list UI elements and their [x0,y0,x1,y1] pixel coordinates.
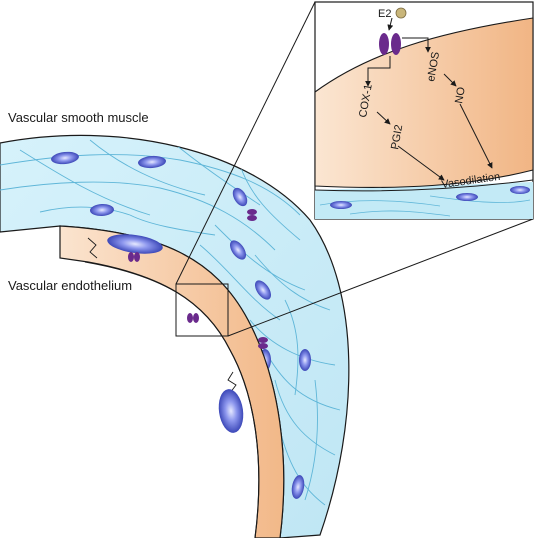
e2-ligand-icon [395,7,407,19]
nucleus [90,203,114,217]
enos-label: eNOS [425,51,442,83]
no-label: NO [453,86,468,105]
nucleus [291,475,305,499]
zoom-region-box [175,283,229,337]
cell-junction [227,371,237,394]
nucleus [456,193,478,201]
inset-panel: E2 eNOS COX-1 NO PGI2 Vasodilation [314,1,534,220]
nucleus [330,201,352,209]
nucleus [232,187,248,207]
receptor-icon [258,337,268,349]
receptor-icon [128,252,140,262]
pgi2-label: PGI2 [389,124,405,151]
e2-label: E2 [378,8,391,20]
zoom-connector [175,1,316,285]
cox1-label: COX-1 [357,83,375,118]
nucleus [138,155,166,169]
nucleus [255,280,271,300]
nucleus [299,349,311,371]
smooth-muscle-label: Vascular smooth muscle [8,110,149,125]
inset-endothelial-cell [314,17,534,188]
nucleus [218,389,244,433]
nucleus [107,234,163,254]
endothelium-label: Vascular endothelium [8,278,132,293]
cell-junction [87,237,98,259]
nucleus [51,151,79,165]
estrogen-receptors [128,209,268,349]
smooth-muscle-nuclei [51,151,311,499]
endothelial-nuclei [107,234,244,433]
receptor-icon [379,33,401,55]
nucleus [510,186,530,194]
nucleus [230,240,246,260]
receptor-icon [187,313,199,323]
receptor-icon [247,209,257,221]
zoom-connector [227,218,534,337]
